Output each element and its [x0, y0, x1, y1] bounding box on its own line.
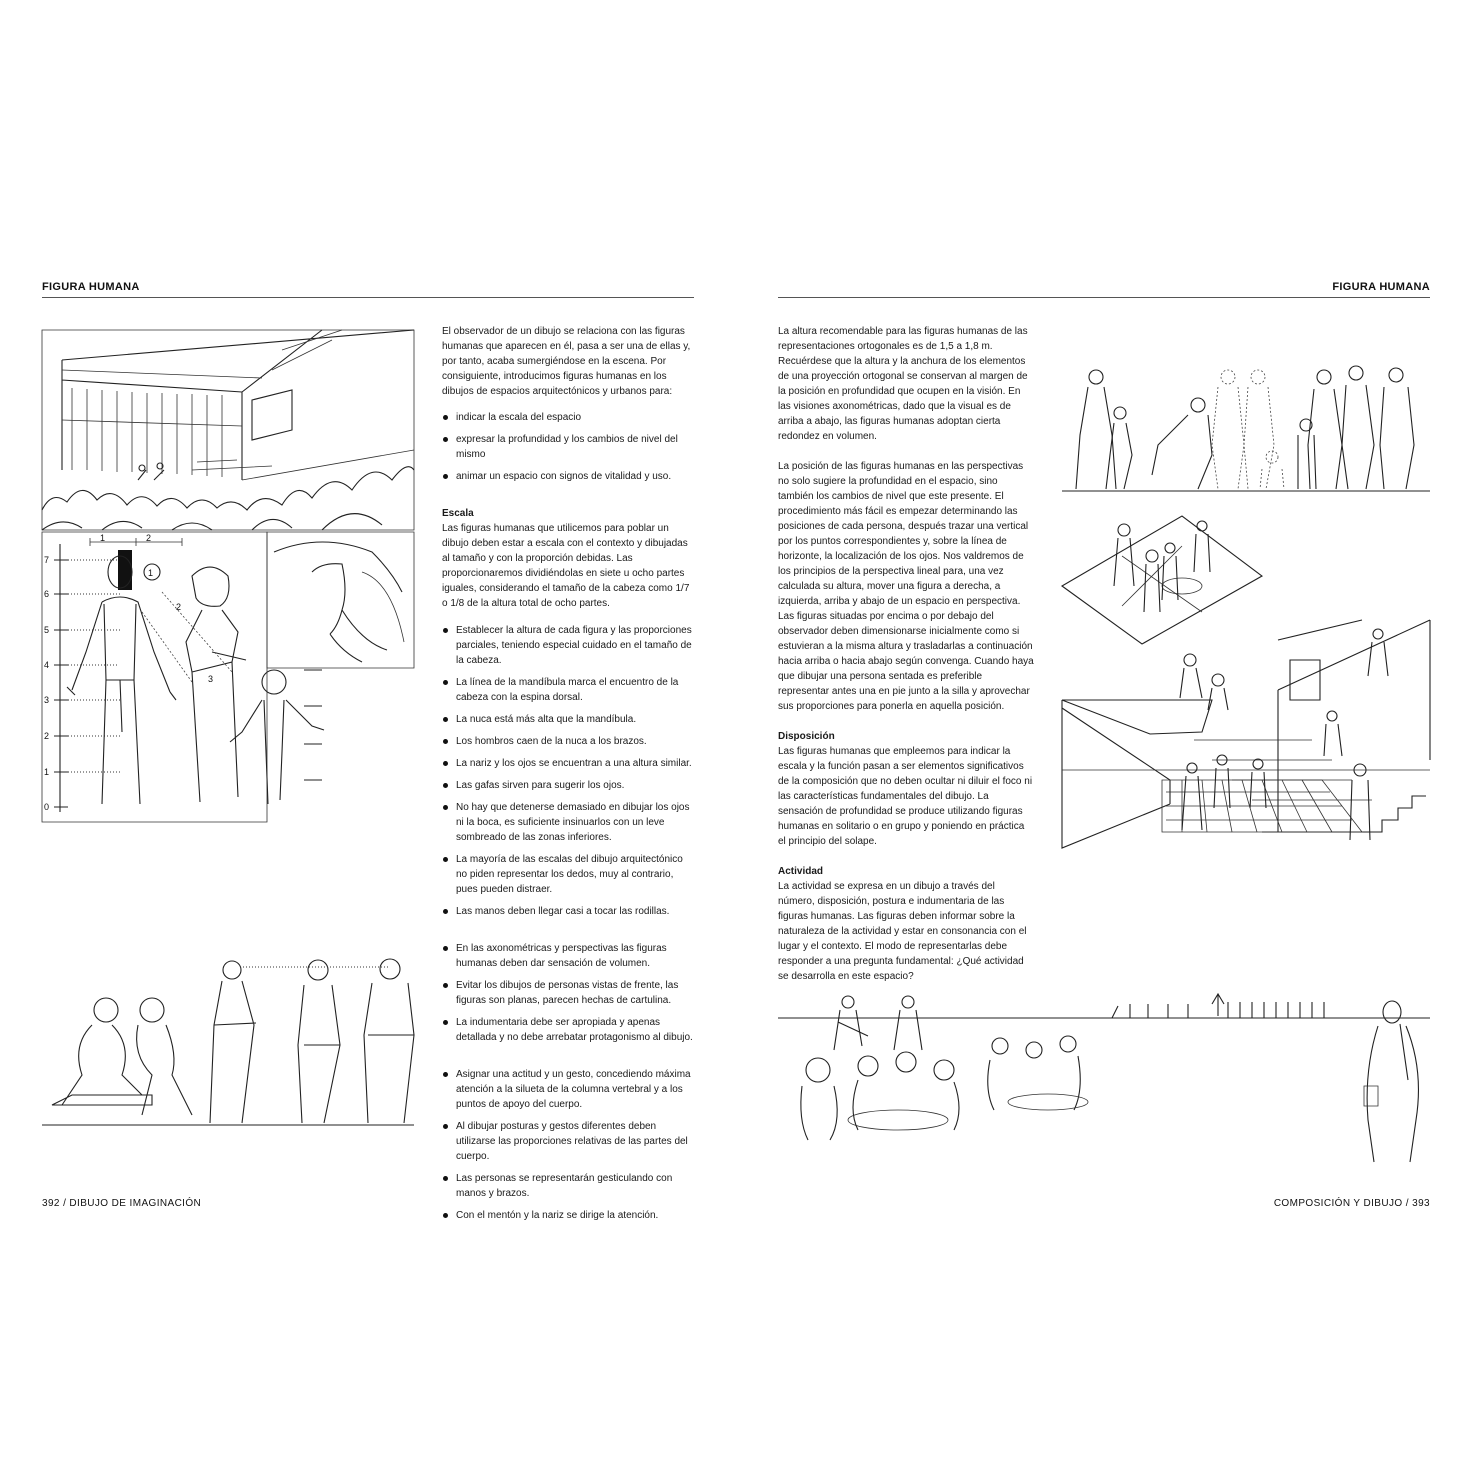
list-item: Las gafas sirven para sugerir los ojos. [442, 778, 694, 793]
scale-5: 5 [44, 625, 49, 635]
left-header-rule [42, 297, 694, 298]
disposicion-heading: Disposición [778, 731, 835, 742]
callout-1: 1 [148, 568, 153, 578]
list-item: La línea de la mandíbula marca el encuen… [442, 675, 694, 705]
list-item: La nariz y los ojos se encuentran a una … [442, 756, 694, 771]
scale-0: 0 [44, 802, 49, 812]
list-item: Evitar los dibujos de personas vistas de… [442, 978, 694, 1008]
auditorium-illustration [42, 330, 414, 530]
escala-heading: Escala [442, 508, 474, 519]
intro-paragraph: El observador de un dibujo se relaciona … [442, 326, 691, 397]
list-item: animar un espacio con signos de vitalida… [442, 469, 694, 484]
list-item: Con el mentón y la nariz se dirige la at… [442, 1208, 694, 1223]
right-page-footer: COMPOSICIÓN Y DIBUJO / 393 [1273, 1198, 1430, 1209]
scale-4: 4 [44, 660, 49, 670]
list-item: Las personas se representarán gesticulan… [442, 1171, 694, 1201]
intro-bullet-list: indicar la escala del espacio expresar l… [442, 410, 694, 484]
list-item: indicar la escala del espacio [442, 410, 694, 425]
actividad-paragraph: La actividad se expresa en un dibujo a t… [778, 881, 1027, 982]
left-running-header: FIGURA HUMANA [42, 281, 140, 293]
list-item: La mayoría de las escalas del dibujo arq… [442, 852, 694, 897]
list-item: Al dibujar posturas y gestos diferentes … [442, 1119, 694, 1164]
list-item: Establecer la altura de cada figura y la… [442, 623, 694, 668]
right-header-rule [778, 297, 1430, 298]
list-item: No hay que detenerse demasiado en dibuja… [442, 800, 694, 845]
standing-people-illustration [1062, 365, 1430, 493]
disposicion-paragraph: Las figuras humanas que empleemos para i… [778, 746, 1033, 847]
gesture-bullet-list: Asignar una actitud y un gesto, concedie… [442, 1067, 694, 1223]
people-row-illustration [42, 955, 414, 1130]
callout-3: 3 [208, 674, 213, 684]
activity-scene-illustration [778, 990, 1430, 1166]
list-item: La nuca está más alta que la mandíbula. [442, 712, 694, 727]
list-item: En las axonométricas y perspectivas las … [442, 941, 694, 971]
top-2: 2 [146, 533, 151, 543]
perspective-paragraph: La posición de las figuras humanas en la… [778, 461, 1034, 712]
list-item: Los hombros caen de la nuca a los brazos… [442, 734, 694, 749]
actividad-heading: Actividad [778, 866, 824, 877]
volume-bullet-list: En las axonométricas y perspectivas las … [442, 941, 694, 1045]
scale-2: 2 [44, 731, 49, 741]
proportion-figures-illustration: 1 2 3 7 6 5 4 3 2 1 0 1 2 [42, 532, 414, 822]
escala-bullet-list: Establecer la altura de cada figura y la… [442, 623, 694, 919]
left-page-footer: 392 / DIBUJO DE IMAGINACIÓN [42, 1198, 202, 1209]
scale-7: 7 [44, 555, 49, 565]
callout-2: 2 [176, 602, 181, 612]
list-item: La indumentaria debe ser apropiada y ape… [442, 1015, 694, 1045]
top-1: 1 [100, 533, 105, 543]
right-text-column: La altura recomendable para las figuras … [778, 324, 1034, 984]
escala-paragraph: Las figuras humanas que utilicemos para … [442, 523, 690, 609]
scale-6: 6 [44, 589, 49, 599]
list-item: Asignar una actitud y un gesto, concedie… [442, 1067, 694, 1112]
orthogonal-paragraph: La altura recomendable para las figuras … [778, 326, 1028, 442]
left-text-column: El observador de un dibujo se relaciona … [442, 324, 694, 1223]
right-running-header: FIGURA HUMANA [1332, 281, 1430, 293]
list-item: Las manos deben llegar casi a tocar las … [442, 904, 694, 919]
scale-1: 1 [44, 767, 49, 777]
scale-3: 3 [44, 695, 49, 705]
axonometric-plane-illustration [1062, 516, 1262, 644]
list-item: expresar la profundidad y los cambios de… [442, 432, 694, 462]
perspective-interior-illustration [1062, 620, 1430, 848]
